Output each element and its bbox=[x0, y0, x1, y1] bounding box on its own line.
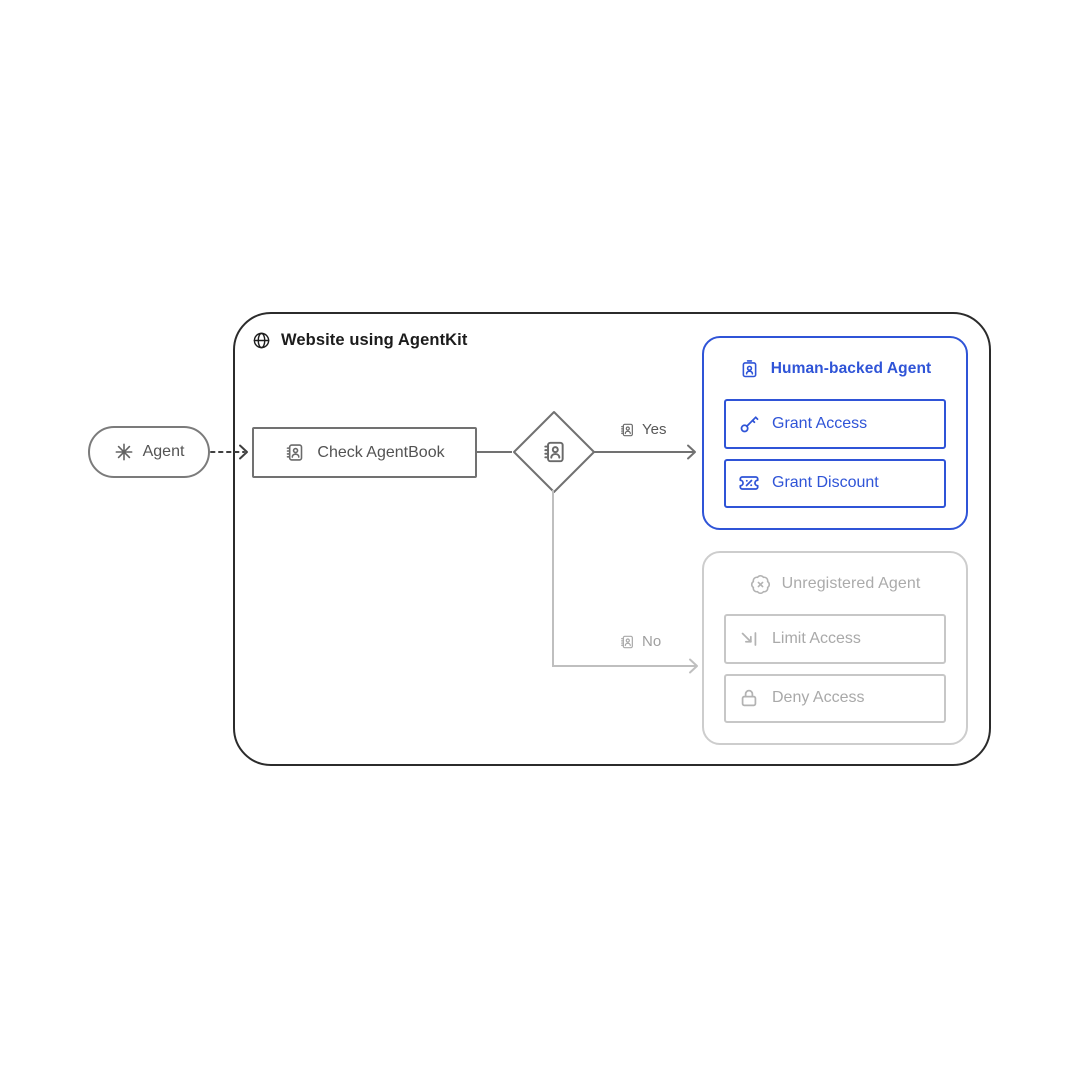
edge-check-to-decision bbox=[476, 451, 512, 453]
lock-icon bbox=[738, 687, 760, 709]
yes-label-text: Yes bbox=[642, 421, 667, 438]
yes-edge-label: Yes bbox=[619, 421, 666, 438]
edge-agent-to-check bbox=[210, 444, 248, 460]
deny-access-label: Deny Access bbox=[772, 689, 865, 707]
grant-access-label: Grant Access bbox=[772, 414, 868, 432]
no-label-text: No bbox=[642, 633, 662, 650]
grant-access-button: Grant Access bbox=[724, 399, 946, 449]
website-title: Website using AgentKit bbox=[281, 330, 468, 349]
limit-access-button: Limit Access bbox=[724, 614, 946, 664]
edge-no-arrow bbox=[552, 490, 698, 674]
grant-discount-button: Grant Discount bbox=[724, 458, 946, 508]
address-book-icon bbox=[541, 439, 567, 465]
limit-access-label: Limit Access bbox=[772, 629, 861, 647]
website-title-row: Website using AgentKit bbox=[252, 327, 467, 353]
grant-discount-label: Grant Discount bbox=[772, 474, 879, 492]
decision-node bbox=[508, 406, 600, 498]
human-backed-agent-group: Human-backed Agent Grant Access Grant Di… bbox=[702, 336, 968, 530]
address-book-icon bbox=[619, 422, 635, 438]
globe-icon bbox=[252, 331, 271, 350]
edge-yes-arrow bbox=[593, 444, 696, 460]
unregistered-agent-header: Unregistered Agent bbox=[724, 566, 946, 602]
human-backed-agent-header: Human-backed Agent bbox=[724, 351, 946, 387]
ticket-percent-icon bbox=[738, 472, 760, 494]
agent-node: Agent bbox=[88, 426, 210, 478]
badge-x-icon bbox=[750, 574, 771, 595]
asterisk-icon bbox=[114, 442, 134, 462]
address-book-icon bbox=[284, 442, 305, 463]
agent-node-label: Agent bbox=[142, 443, 185, 460]
unregistered-group-buttons: Limit Access Deny Access bbox=[724, 614, 946, 723]
human-group-buttons: Grant Access Grant Discount bbox=[724, 399, 946, 508]
id-badge-icon bbox=[739, 359, 760, 380]
check-agentbook-node: Check AgentBook bbox=[252, 427, 477, 478]
deny-access-button: Deny Access bbox=[724, 673, 946, 723]
human-backed-agent-title: Human-backed Agent bbox=[770, 360, 932, 377]
arrow-down-right-icon bbox=[738, 628, 760, 650]
unregistered-agent-group: Unregistered Agent Limit Access Deny Acc… bbox=[702, 551, 968, 745]
key-icon bbox=[738, 413, 760, 435]
unregistered-agent-title: Unregistered Agent bbox=[781, 575, 921, 592]
check-agentbook-label: Check AgentBook bbox=[317, 443, 445, 461]
no-edge-label: No bbox=[619, 633, 661, 650]
address-book-icon bbox=[619, 634, 635, 650]
